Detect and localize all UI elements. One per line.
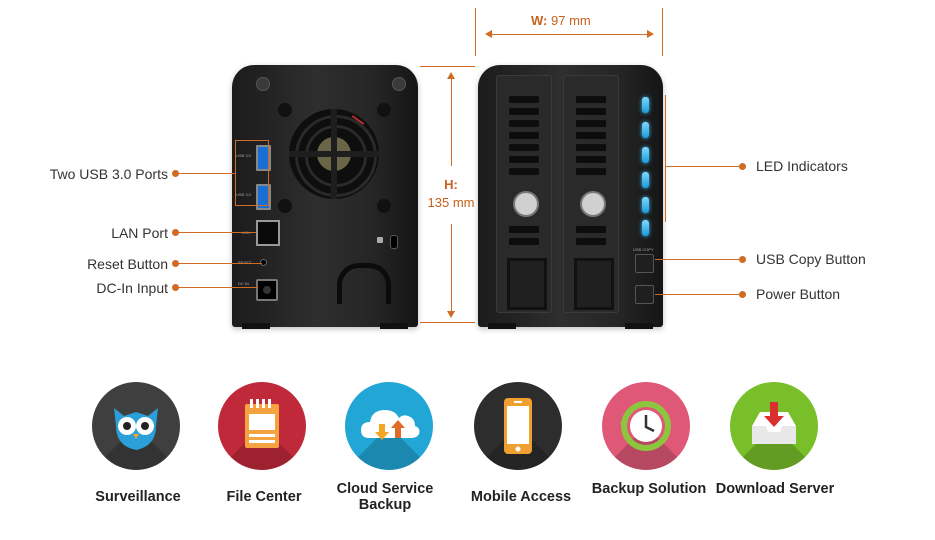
bay-lock-2	[580, 191, 606, 217]
feature-download-server	[730, 382, 820, 472]
led-power	[642, 97, 649, 113]
width-value: 97 mm	[551, 13, 591, 28]
owl-icon	[114, 408, 158, 450]
feature-cloud-backup	[345, 382, 435, 472]
height-label: H:	[444, 177, 458, 192]
feature-surveillance	[92, 382, 182, 472]
feature-mobile-access	[474, 382, 564, 472]
clock-icon	[620, 401, 671, 451]
callout-usb-copy: USB Copy Button	[756, 251, 866, 267]
reset-label: RESET	[238, 260, 251, 265]
height-value: 135 mm	[427, 195, 475, 210]
width-dimension: W: 97 mm	[475, 8, 665, 58]
feature-label-file-center: File Center	[226, 489, 302, 505]
usb-port-2	[256, 184, 271, 210]
usb-copy-button	[635, 254, 654, 273]
callout-dc-in: DC-In Input	[96, 280, 168, 296]
cable-hook	[337, 263, 391, 304]
reset-button	[260, 259, 267, 266]
screw	[256, 77, 270, 91]
cooling-fan	[289, 109, 379, 199]
bay-lock-1	[513, 191, 539, 217]
callout-reset-button: Reset Button	[87, 256, 168, 272]
lock-icon	[377, 237, 383, 243]
callout-power-button: Power Button	[756, 286, 841, 302]
usb-port-label: USB 3.0	[236, 192, 251, 197]
usb-port-label: USB 3.0	[236, 153, 251, 158]
lan-port	[256, 220, 280, 246]
feature-label-mobile-access: Mobile Access	[470, 489, 572, 505]
width-label: W:	[531, 13, 548, 28]
screw	[392, 77, 406, 91]
nas-back-panel: USB 3.0 USB 3.0 LAN RESET DC IN	[232, 65, 418, 329]
feature-file-center	[218, 382, 308, 472]
callout-led-indicators: LED Indicators	[756, 158, 848, 174]
drive-bay-2	[563, 75, 619, 313]
feature-backup-solution	[602, 382, 692, 472]
usb-port-1	[256, 145, 271, 171]
led-usb	[642, 197, 649, 213]
height-dimension: H: 135 mm	[420, 66, 480, 326]
led-hdd2	[642, 172, 649, 188]
callout-lan-port: LAN Port	[111, 225, 168, 241]
smartphone-icon	[504, 398, 532, 454]
power-button	[635, 285, 654, 304]
led-lan	[642, 220, 649, 236]
cloud-icon	[361, 410, 420, 440]
drive-bay-1	[496, 75, 552, 313]
feature-label-backup-solution: Backup Solution	[591, 481, 707, 497]
feature-label-cloud-backup: Cloud Service Backup	[336, 481, 434, 513]
dcin-label: DC IN	[238, 281, 249, 286]
led-hdd1	[642, 147, 649, 163]
usb-copy-label: USB COPY	[633, 247, 654, 252]
feature-label-download-server: Download Server	[715, 481, 835, 497]
kensington-slot	[390, 235, 398, 249]
callout-usb-ports: Two USB 3.0 Ports	[49, 166, 168, 182]
nas-front-panel: USB COPY	[478, 65, 663, 329]
dc-in-port	[256, 279, 278, 301]
feature-label-surveillance: Surveillance	[95, 489, 181, 505]
notepad-icon	[245, 399, 279, 448]
led-info	[642, 122, 649, 138]
download-tray-icon	[752, 402, 796, 444]
